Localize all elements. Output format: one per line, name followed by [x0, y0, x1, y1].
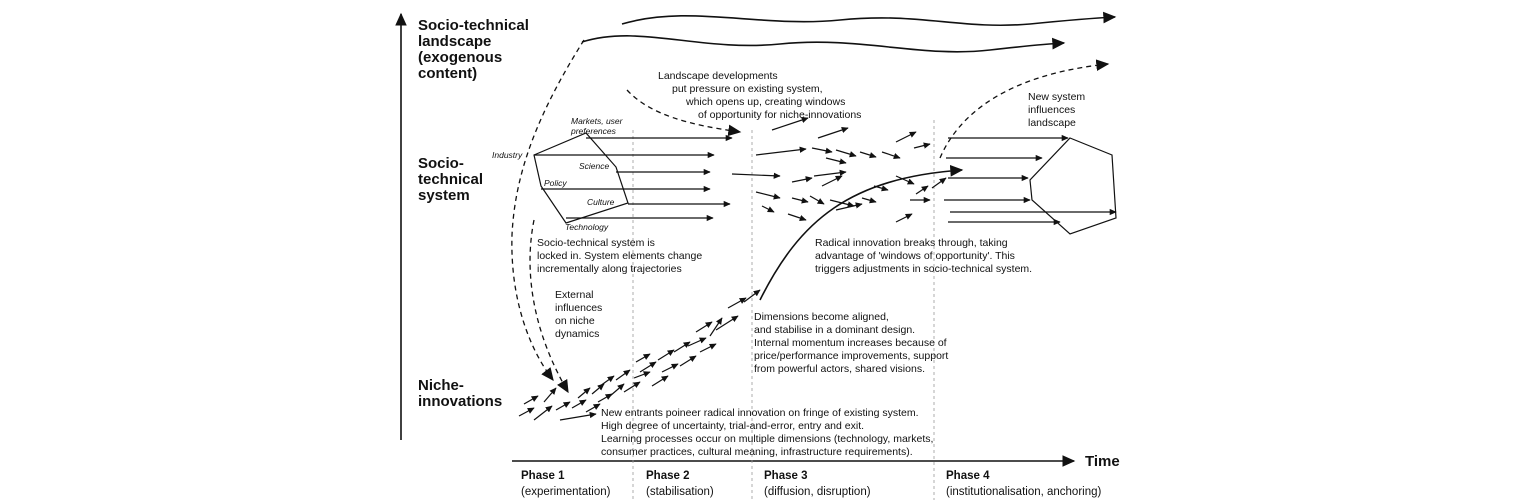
- phase-dividers: [632, 120, 935, 500]
- svg-text:Technology: Technology: [565, 222, 609, 232]
- regime-trajectories: [534, 134, 733, 222]
- level-label-system: Socio- technical system: [418, 155, 487, 204]
- svg-text:Policy: Policy: [544, 178, 567, 188]
- annotation-new-entrants: New entrants poineer radical innovation …: [601, 407, 936, 458]
- phase-4-title: Phase 4: [946, 470, 990, 482]
- annotation-breakthrough: Radical innovation breaks through, takin…: [815, 237, 1032, 275]
- level-label-niche: Niche- innovations: [418, 377, 502, 410]
- regime-hexagon: [533, 132, 629, 224]
- phase-3-subtitle: (diffusion, disruption): [764, 486, 871, 498]
- annotation-locked-in: Socio-technical system is locked in. Sys…: [537, 237, 705, 275]
- phase-1-subtitle: (experimentation): [521, 486, 611, 498]
- level-label-landscape: Socio-technical landscape (exogenous con…: [418, 17, 533, 82]
- annotation-aligned: Dimensions become aligned, and stabilise…: [754, 311, 951, 375]
- phase-2-title: Phase 2: [646, 470, 689, 482]
- svg-text:Science: Science: [579, 161, 610, 171]
- annotation-external-influences: External influences on niche dynamics: [555, 289, 605, 340]
- phase-labels: Phase 1 (experimentation) Phase 2 (stabi…: [521, 470, 1102, 498]
- annotation-new-system: New system influences landscape: [1028, 91, 1088, 129]
- annotation-landscape-pressure: Landscape developments put pressure on e…: [658, 70, 861, 121]
- landscape-trends: [581, 11, 1117, 53]
- phase-3-title: Phase 3: [764, 470, 807, 482]
- niche-innovation-arrows: [518, 289, 761, 421]
- new-regime-trajectories: [944, 134, 1117, 226]
- new-regime-hexagon: [1029, 137, 1117, 235]
- destabilised-regime-arrows: [731, 117, 947, 223]
- svg-text:Culture: Culture: [587, 197, 615, 207]
- time-axis-label: Time: [1085, 453, 1120, 470]
- phase-2-subtitle: (stabilisation): [646, 486, 714, 498]
- breakthrough-arrow: [759, 165, 964, 301]
- svg-text:Industry: Industry: [492, 150, 523, 160]
- phase-4-subtitle: (institutionalisation, anchoring): [946, 486, 1102, 498]
- phase-1-title: Phase 1: [521, 470, 565, 482]
